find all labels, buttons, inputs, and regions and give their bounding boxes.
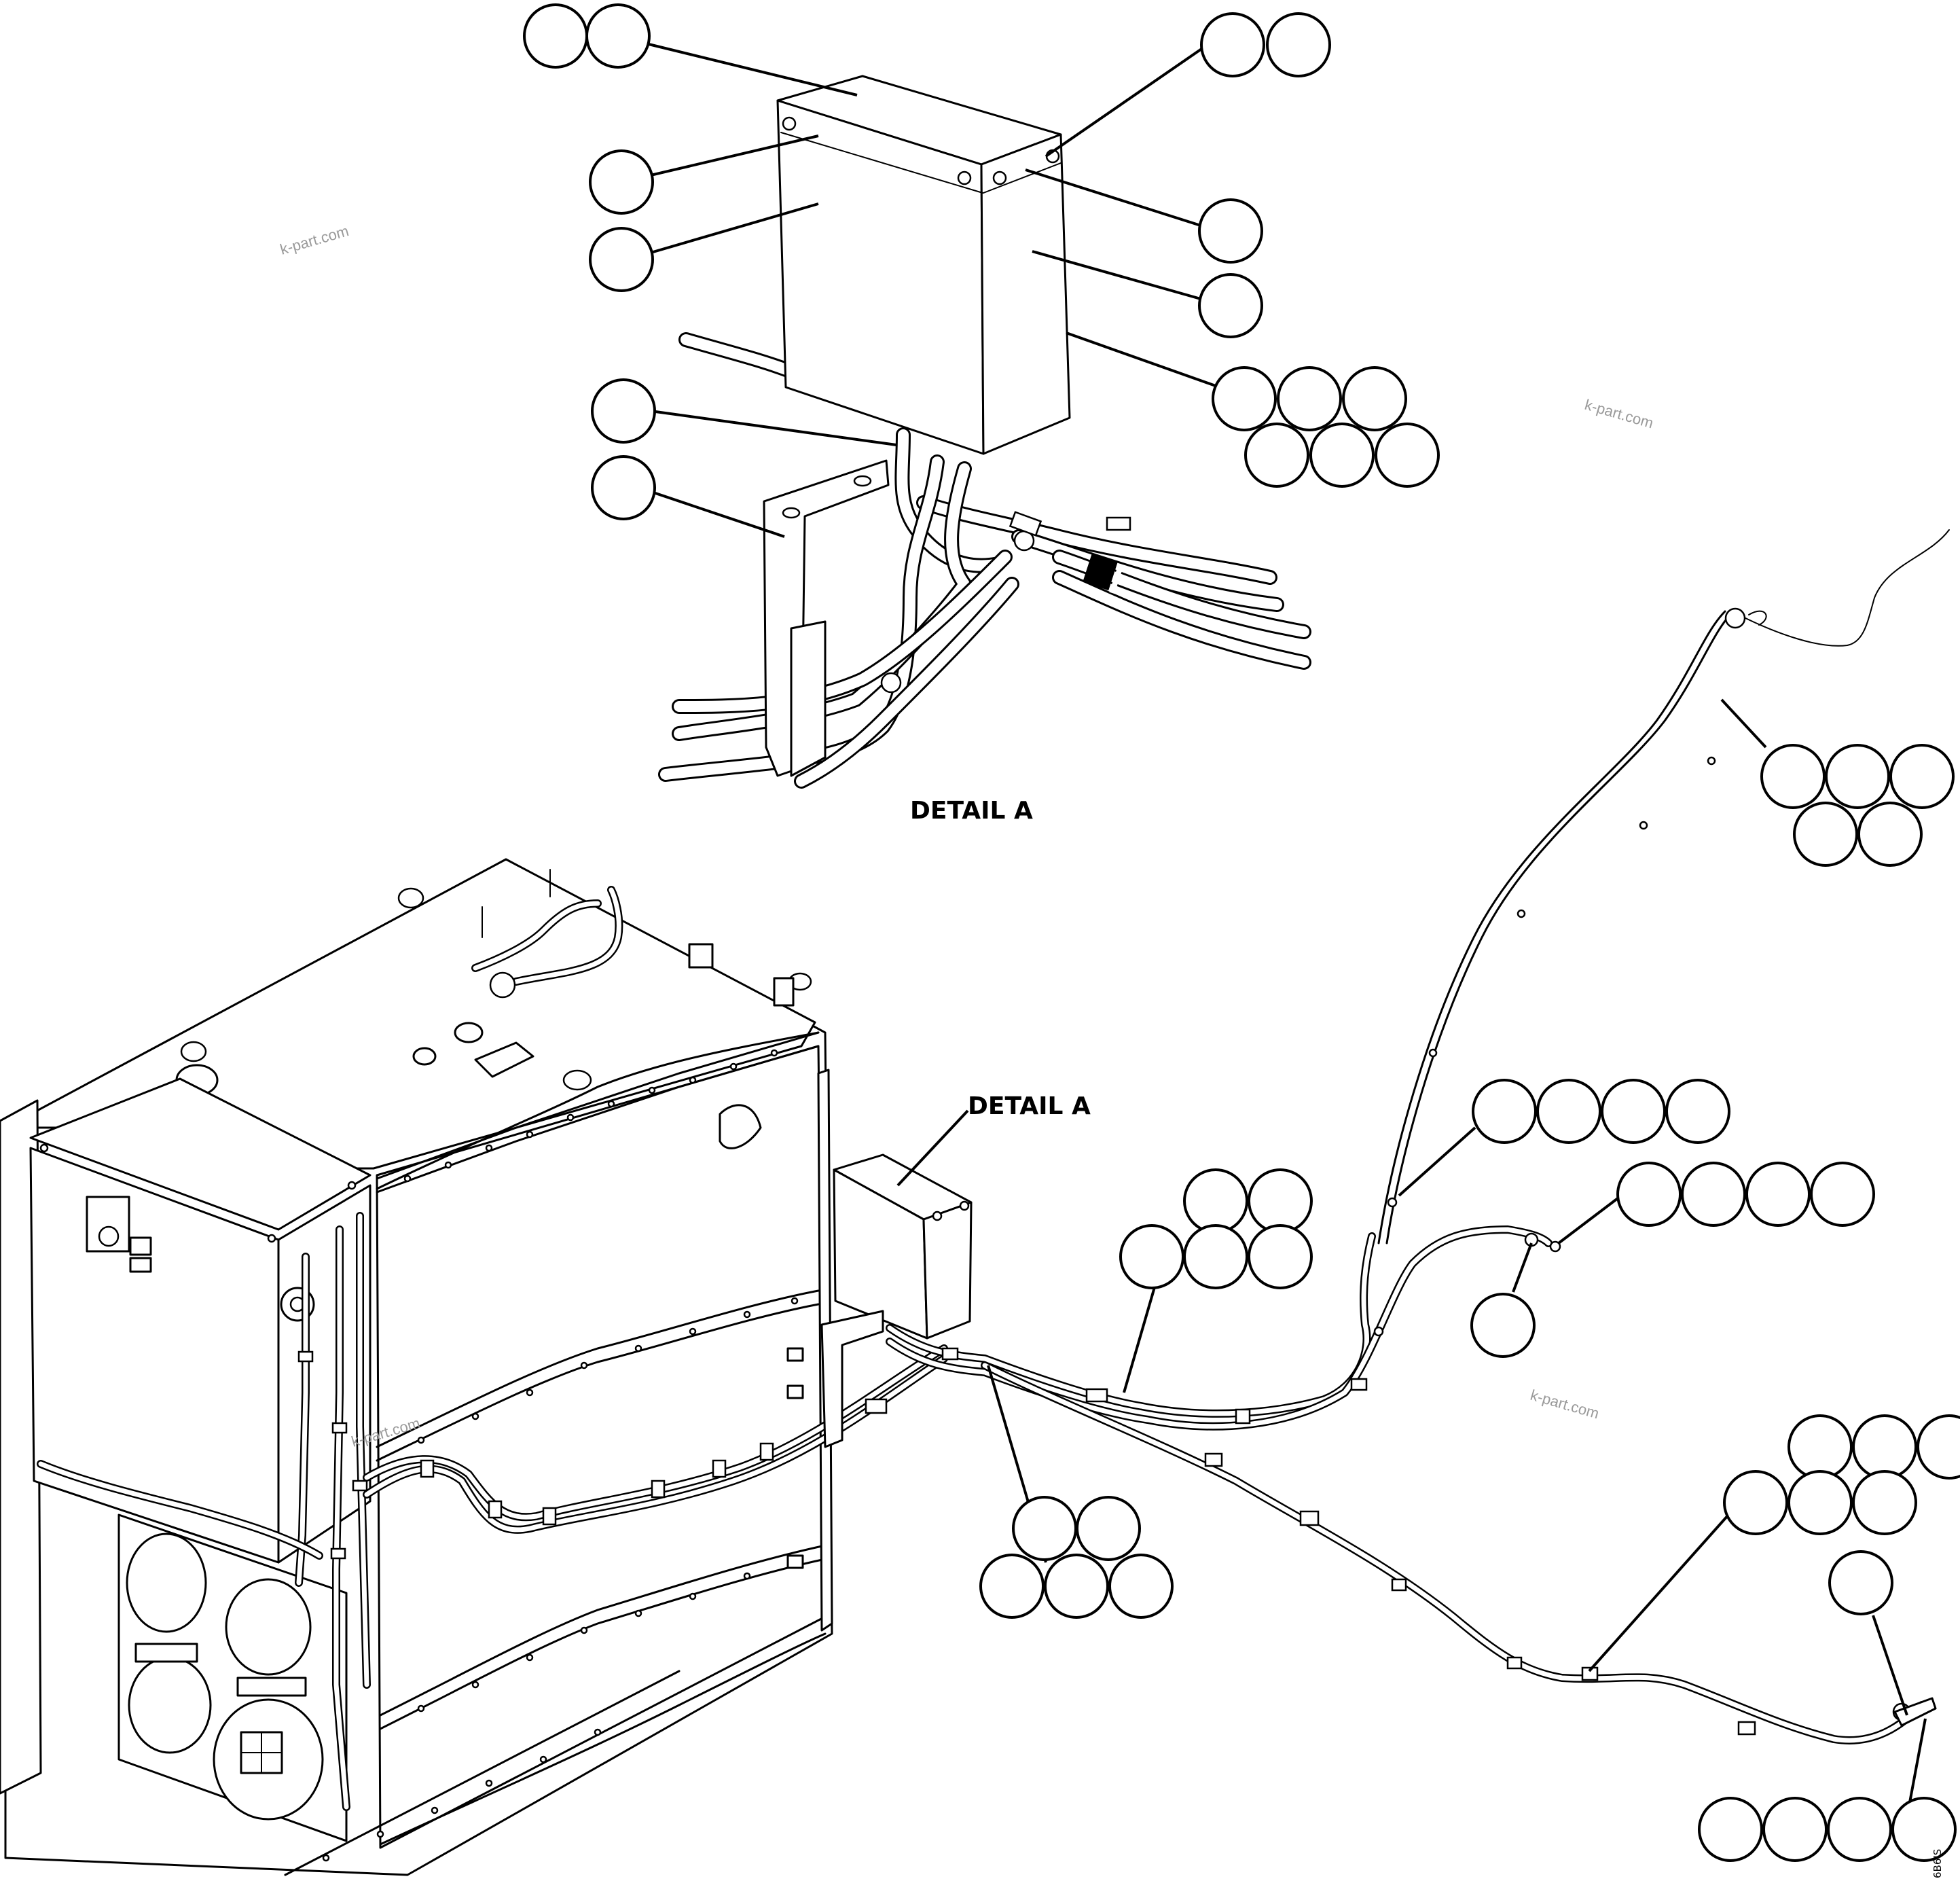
junction-box-small: [820, 1153, 973, 1448]
watermark: k-part.com: [1583, 396, 1656, 432]
callout-box-front: [589, 202, 819, 292]
callout-detail-a-ref: [896, 1109, 969, 1187]
callout-group-end: [1698, 1718, 1957, 1862]
watermark: k-part.com: [1529, 1386, 1601, 1422]
detail-a-junction-box: [678, 75, 1071, 455]
detail-a-view-label: DETAIL A: [910, 797, 1033, 825]
callout-group-harness-b: [979, 1365, 1174, 1619]
callout-group-harness-a: [1119, 1168, 1313, 1393]
harness-clips: [420, 1398, 888, 1526]
callout-end-bracket: [1828, 1550, 1908, 1716]
drawing-code: 6B6IS: [1931, 1849, 1944, 1878]
watermark: k-part.com: [278, 222, 350, 258]
callout-hose-entry: [591, 378, 897, 446]
detail-a-hoses: [658, 427, 1311, 789]
callout-group-connector: [1557, 1162, 1875, 1244]
callout-box-side-top: [1025, 168, 1263, 264]
callout-group-lower-run: [1588, 1414, 1960, 1672]
main-housing-front: [376, 1045, 827, 1849]
receptacles: [117, 1513, 348, 1842]
callout-lid: [589, 135, 819, 215]
box-side-face: [980, 133, 1071, 455]
callout-group-top-left: [523, 3, 858, 96]
callout-group-upper-branch: [1398, 1079, 1730, 1197]
callout-connector-fitting: [1470, 1242, 1536, 1358]
callout-group-box-mount: [1066, 332, 1440, 488]
detail-a-ref-label: DETAIL A: [968, 1092, 1091, 1120]
detail-a-bracket: [763, 459, 890, 777]
callout-box-side: [1032, 250, 1263, 338]
extension-harness: [886, 529, 1950, 1744]
callout-group-upper-end: [1720, 698, 1955, 867]
callout-group-top-right: [1045, 12, 1331, 158]
control-panel: [29, 1077, 371, 1564]
panel-harness: [37, 1212, 371, 1811]
callout-bracket: [591, 455, 785, 538]
